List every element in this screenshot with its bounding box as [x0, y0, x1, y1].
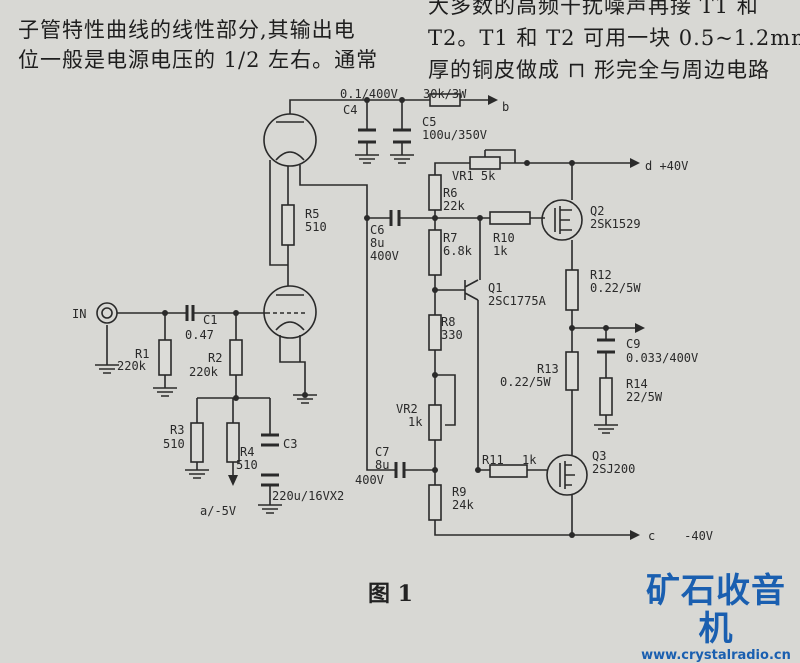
- vacuum-tube-bottom: [263, 285, 317, 339]
- label-r8: R8: [441, 315, 455, 329]
- label-pos40v: d +40V: [645, 159, 688, 173]
- resistor-r12: [565, 269, 579, 311]
- circuit-schematic: IN R1 220k C1 0.47 R2 220k R3 510 R4 510…: [72, 87, 713, 543]
- article-text-right-2: T2。T1 和 T2 可用一块 0.5~1.2mm: [428, 26, 800, 50]
- resistor-r8: [428, 314, 442, 351]
- value-c9: 0.033/400V: [626, 351, 698, 365]
- label-c9: C9: [626, 337, 640, 351]
- resistor-r11: [489, 464, 528, 478]
- voltage-c6: 400V: [370, 249, 399, 263]
- value-c3: 220u/16VX2: [272, 489, 344, 503]
- watermark-title: 矿石收音机: [646, 571, 786, 649]
- label-r14: R14: [626, 377, 648, 391]
- label-c4: C4: [343, 103, 357, 117]
- value-c5: 100u/350V: [422, 128, 487, 142]
- junction-dots: [162, 97, 609, 538]
- label-r1: R1: [135, 347, 149, 361]
- label-r10: R10: [493, 231, 515, 245]
- resistor-r7: [428, 229, 442, 276]
- resistor-r4: [226, 422, 240, 463]
- value-q2: 2SK1529: [590, 217, 641, 231]
- ground-icons: [95, 154, 618, 514]
- value-q1: 2SC1775A: [488, 294, 547, 308]
- label-b: b: [502, 100, 509, 114]
- voltage-c7: 400V: [355, 473, 384, 487]
- label-r3: R3: [170, 423, 184, 437]
- label-c5: C5: [422, 115, 436, 129]
- label-r13: R13: [537, 362, 559, 376]
- label-vr1: VR1 5k: [452, 169, 496, 183]
- watermark-logo: 矿石收音机 www.crystalradio.cn: [632, 572, 800, 663]
- figure-caption: 图 1: [368, 581, 413, 607]
- vacuum-tube-top: [263, 113, 317, 167]
- value-c7: 8u: [375, 458, 389, 472]
- resistor-r5: [281, 204, 295, 246]
- label-q2: Q2: [590, 204, 604, 218]
- capacitors: [185, 128, 615, 487]
- arrow-heads: [228, 95, 645, 540]
- value-r6: 22k: [443, 199, 465, 213]
- value-r11: 1k: [522, 453, 537, 467]
- label-q3: Q3: [592, 449, 606, 463]
- resistor-r13: [565, 351, 579, 391]
- value-r5: 510: [305, 220, 327, 234]
- transistor-q1: [464, 279, 479, 301]
- article-text-left-1: 子管特性曲线的线性部分,其输出电: [18, 18, 356, 42]
- label-c6: C6: [370, 223, 384, 237]
- label-r12: R12: [590, 268, 612, 282]
- label-c1: C1: [203, 313, 217, 327]
- label-vr2: VR2: [396, 402, 418, 416]
- label-c7: C7: [375, 445, 389, 459]
- mosfet-q2: [541, 199, 583, 241]
- watermark-url: www.crystalradio.cn: [641, 648, 791, 663]
- resistor-r14: [599, 377, 613, 416]
- article-text-left-2: 位一般是电源电压的 1/2 左右。通常: [18, 48, 379, 72]
- value-r13: 0.22/5W: [500, 375, 551, 389]
- label-r11: R11: [482, 453, 504, 467]
- label-q1: Q1: [488, 281, 502, 295]
- resistors: [158, 93, 613, 521]
- value-c6: 8u: [370, 236, 384, 250]
- label-r4: R4: [240, 445, 254, 459]
- value-r3: 510: [163, 437, 185, 451]
- value-r8: 330: [441, 328, 463, 342]
- value-c4: 0.1/400V: [340, 87, 398, 101]
- label-neg40v: c -40V: [648, 529, 713, 543]
- resistor-r6: [428, 174, 442, 211]
- value-r14: 22/5W: [626, 390, 663, 404]
- value-c1: 0.47: [185, 328, 214, 342]
- label-c3: C3: [283, 437, 297, 451]
- value-30k-resistor: 30k/3W: [423, 87, 467, 101]
- article-text-right-1: 大多数的高频干扰噪声再接 T1 和: [428, 0, 759, 18]
- label-r6: R6: [443, 186, 457, 200]
- value-r7: 6.8k: [443, 244, 473, 258]
- label-r5: R5: [305, 207, 319, 221]
- mosfet-q3: [546, 454, 588, 496]
- value-q3: 2SJ200: [592, 462, 635, 476]
- potentiometer-vr1: [469, 156, 501, 170]
- resistor-r3: [190, 422, 204, 463]
- resistor-r1: [158, 339, 172, 376]
- resistor-30k: [429, 93, 461, 107]
- value-r1: 220k: [117, 359, 147, 373]
- value-r9: 24k: [452, 498, 474, 512]
- label-r7: R7: [443, 231, 457, 245]
- label-r9: R9: [452, 485, 466, 499]
- resistor-r10: [489, 211, 531, 225]
- potentiometer-vr2: [428, 404, 442, 441]
- input-jack: [96, 302, 118, 324]
- value-r10: 1k: [493, 244, 508, 258]
- resistor-r9: [428, 484, 442, 521]
- label-in: IN: [72, 307, 86, 321]
- resistor-r2: [229, 339, 243, 376]
- value-r12: 0.22/5W: [590, 281, 641, 295]
- value-r4: 510: [236, 458, 258, 472]
- value-r2: 220k: [189, 365, 219, 379]
- label-r2: R2: [208, 351, 222, 365]
- value-vr2: 1k: [408, 415, 423, 429]
- article-text-right-3: 厚的铜皮做成 ⊓ 形完全与周边电路: [428, 58, 770, 82]
- label-neg5v: a/-5V: [200, 504, 236, 518]
